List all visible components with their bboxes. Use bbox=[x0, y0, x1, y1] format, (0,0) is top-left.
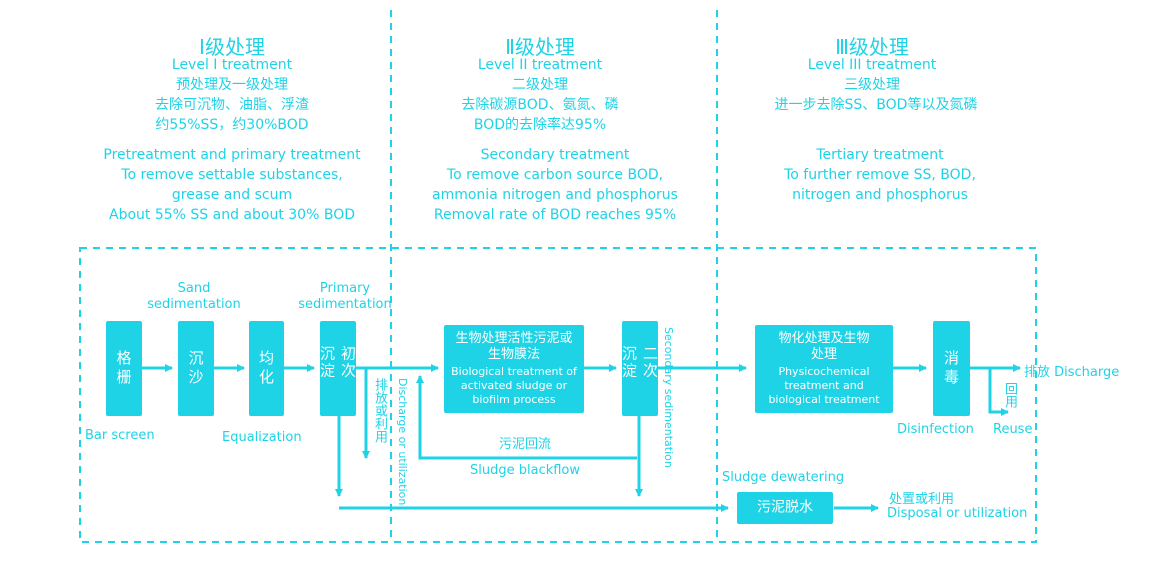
sludge-dewatering-box: 污泥脱水 bbox=[737, 492, 833, 524]
discharge-label: 排放 Discharge bbox=[1024, 365, 1120, 380]
stage-3-zh-1: 三级处理 bbox=[844, 77, 900, 93]
secondary-sedimentation-box-label: 二次沉淀 bbox=[620, 344, 659, 379]
disinfection-box: 消毒 bbox=[933, 321, 970, 416]
secondary-sedimentation-label: Secondary sedimentation bbox=[662, 327, 675, 468]
stage-1-level: Level I treatment bbox=[171, 57, 293, 73]
physicochemical-treatment-box: 物化处理及生物处理 Physicochemical treatment and … bbox=[755, 325, 893, 413]
grit-chamber-box-label: 沉沙 bbox=[186, 349, 205, 388]
discharge-or-utilization-en: Discharge or utilization bbox=[396, 378, 409, 506]
stage-2-zh-1: 二级处理 bbox=[512, 77, 568, 93]
equalization-box-label: 均化 bbox=[257, 349, 275, 388]
stage-2-en-1: Secondary treatment bbox=[480, 147, 630, 163]
sludge-backflow-en: Sludge blackflow bbox=[470, 463, 581, 478]
physicochemical-treatment-en: Physicochemical treatment and biological… bbox=[768, 365, 880, 406]
dashed-frames bbox=[79, 10, 1037, 543]
stage-2-title: Ⅱ级处理 bbox=[505, 35, 575, 59]
stage-2-zh-2: 去除碳源BOD、氨氮、磷 bbox=[461, 97, 619, 113]
stage-1-en-4: About 55% SS and about 30% BOD bbox=[109, 207, 355, 223]
bar-screen-box: 格栅 bbox=[106, 321, 142, 416]
sludge-backflow-zh: 污泥回流 bbox=[499, 437, 552, 452]
stage-3-zh-2: 进一步去除SS、BOD等以及氮磷 bbox=[774, 97, 978, 113]
primary-label-2: sedimentation bbox=[298, 297, 392, 312]
stage-3-en-3: nitrogen and phosphorus bbox=[792, 187, 968, 203]
primary-label-1: Primary bbox=[319, 281, 371, 296]
primary-sedimentation-box: 初次沉淀 bbox=[318, 321, 357, 416]
sand-label-1: Sand bbox=[177, 281, 211, 296]
physicochemical-treatment-zh: 物化处理及生物处理 bbox=[778, 331, 870, 362]
stage-3-en-1: Tertiary treatment bbox=[816, 147, 944, 163]
sand-label-2: sedimentation bbox=[147, 297, 241, 312]
secondary-sedimentation-box: 二次沉淀 bbox=[620, 321, 659, 416]
disposal-zh: 处置或利用 bbox=[889, 492, 955, 507]
stage-3-level: Level III treatment bbox=[807, 57, 937, 73]
discharge-or-utilization-zh: 排放或利用 bbox=[372, 378, 387, 443]
equalization-box: 均化 bbox=[249, 321, 284, 416]
stage-1-en-3: grease and scum bbox=[171, 187, 293, 203]
stage-2-zh-3: BOD的去除率达95% bbox=[473, 117, 607, 133]
biological-treatment-zh: 生物处理活性污泥或生物膜法 bbox=[455, 331, 573, 362]
stage-3-title: Ⅲ级处理 bbox=[835, 35, 909, 59]
disinfection-box-label: 消毒 bbox=[942, 349, 960, 388]
bar-screen-label: Bar screen bbox=[85, 428, 155, 443]
stage-1-zh-1: 预处理及一级处理 bbox=[176, 77, 288, 93]
stage-3-en-2: To further remove SS, BOD, bbox=[784, 167, 976, 183]
equalization-label: Equalization bbox=[222, 430, 302, 445]
biological-treatment-box: 生物处理活性污泥或生物膜法 Biological treatment of ac… bbox=[444, 325, 584, 413]
reuse-en: Reuse bbox=[993, 422, 1033, 437]
stage-1-title: Ⅰ级处理 bbox=[199, 35, 265, 59]
disinfection-label: Disinfection bbox=[897, 422, 974, 437]
stage-2-en-2: To remove carbon source BOD, bbox=[446, 167, 664, 183]
stage-1-en-1: Pretreatment and primary treatment bbox=[103, 147, 361, 163]
flow-arrows bbox=[142, 364, 1021, 512]
stage-1-zh-2: 去除可沉物、油脂、浮渣 bbox=[155, 97, 309, 113]
stage-2-en-3: ammonia nitrogen and phosphorus bbox=[432, 187, 678, 203]
disposal-en: Disposal or utilization bbox=[887, 506, 1028, 521]
stage-2-en-4: Removal rate of BOD reaches 95% bbox=[433, 207, 677, 223]
sludge-dewatering-label: Sludge dewatering bbox=[722, 470, 845, 485]
sludge-dewatering-box-label: 污泥脱水 bbox=[757, 499, 813, 516]
stage-2-level: Level II treatment bbox=[477, 57, 603, 73]
grit-chamber-box: 沉沙 bbox=[178, 321, 214, 416]
reuse-zh: 回用 bbox=[1002, 382, 1017, 408]
primary-sedimentation-box-label: 初次沉淀 bbox=[318, 344, 357, 379]
stage-1-en-2: To remove settable substances, bbox=[121, 167, 343, 183]
biological-treatment-en: Biological treatment of activated sludge… bbox=[451, 365, 577, 406]
bar-screen-box-label: 格栅 bbox=[114, 349, 133, 388]
stage-1-zh-3: 约55%SS，约30%BOD bbox=[155, 117, 309, 133]
